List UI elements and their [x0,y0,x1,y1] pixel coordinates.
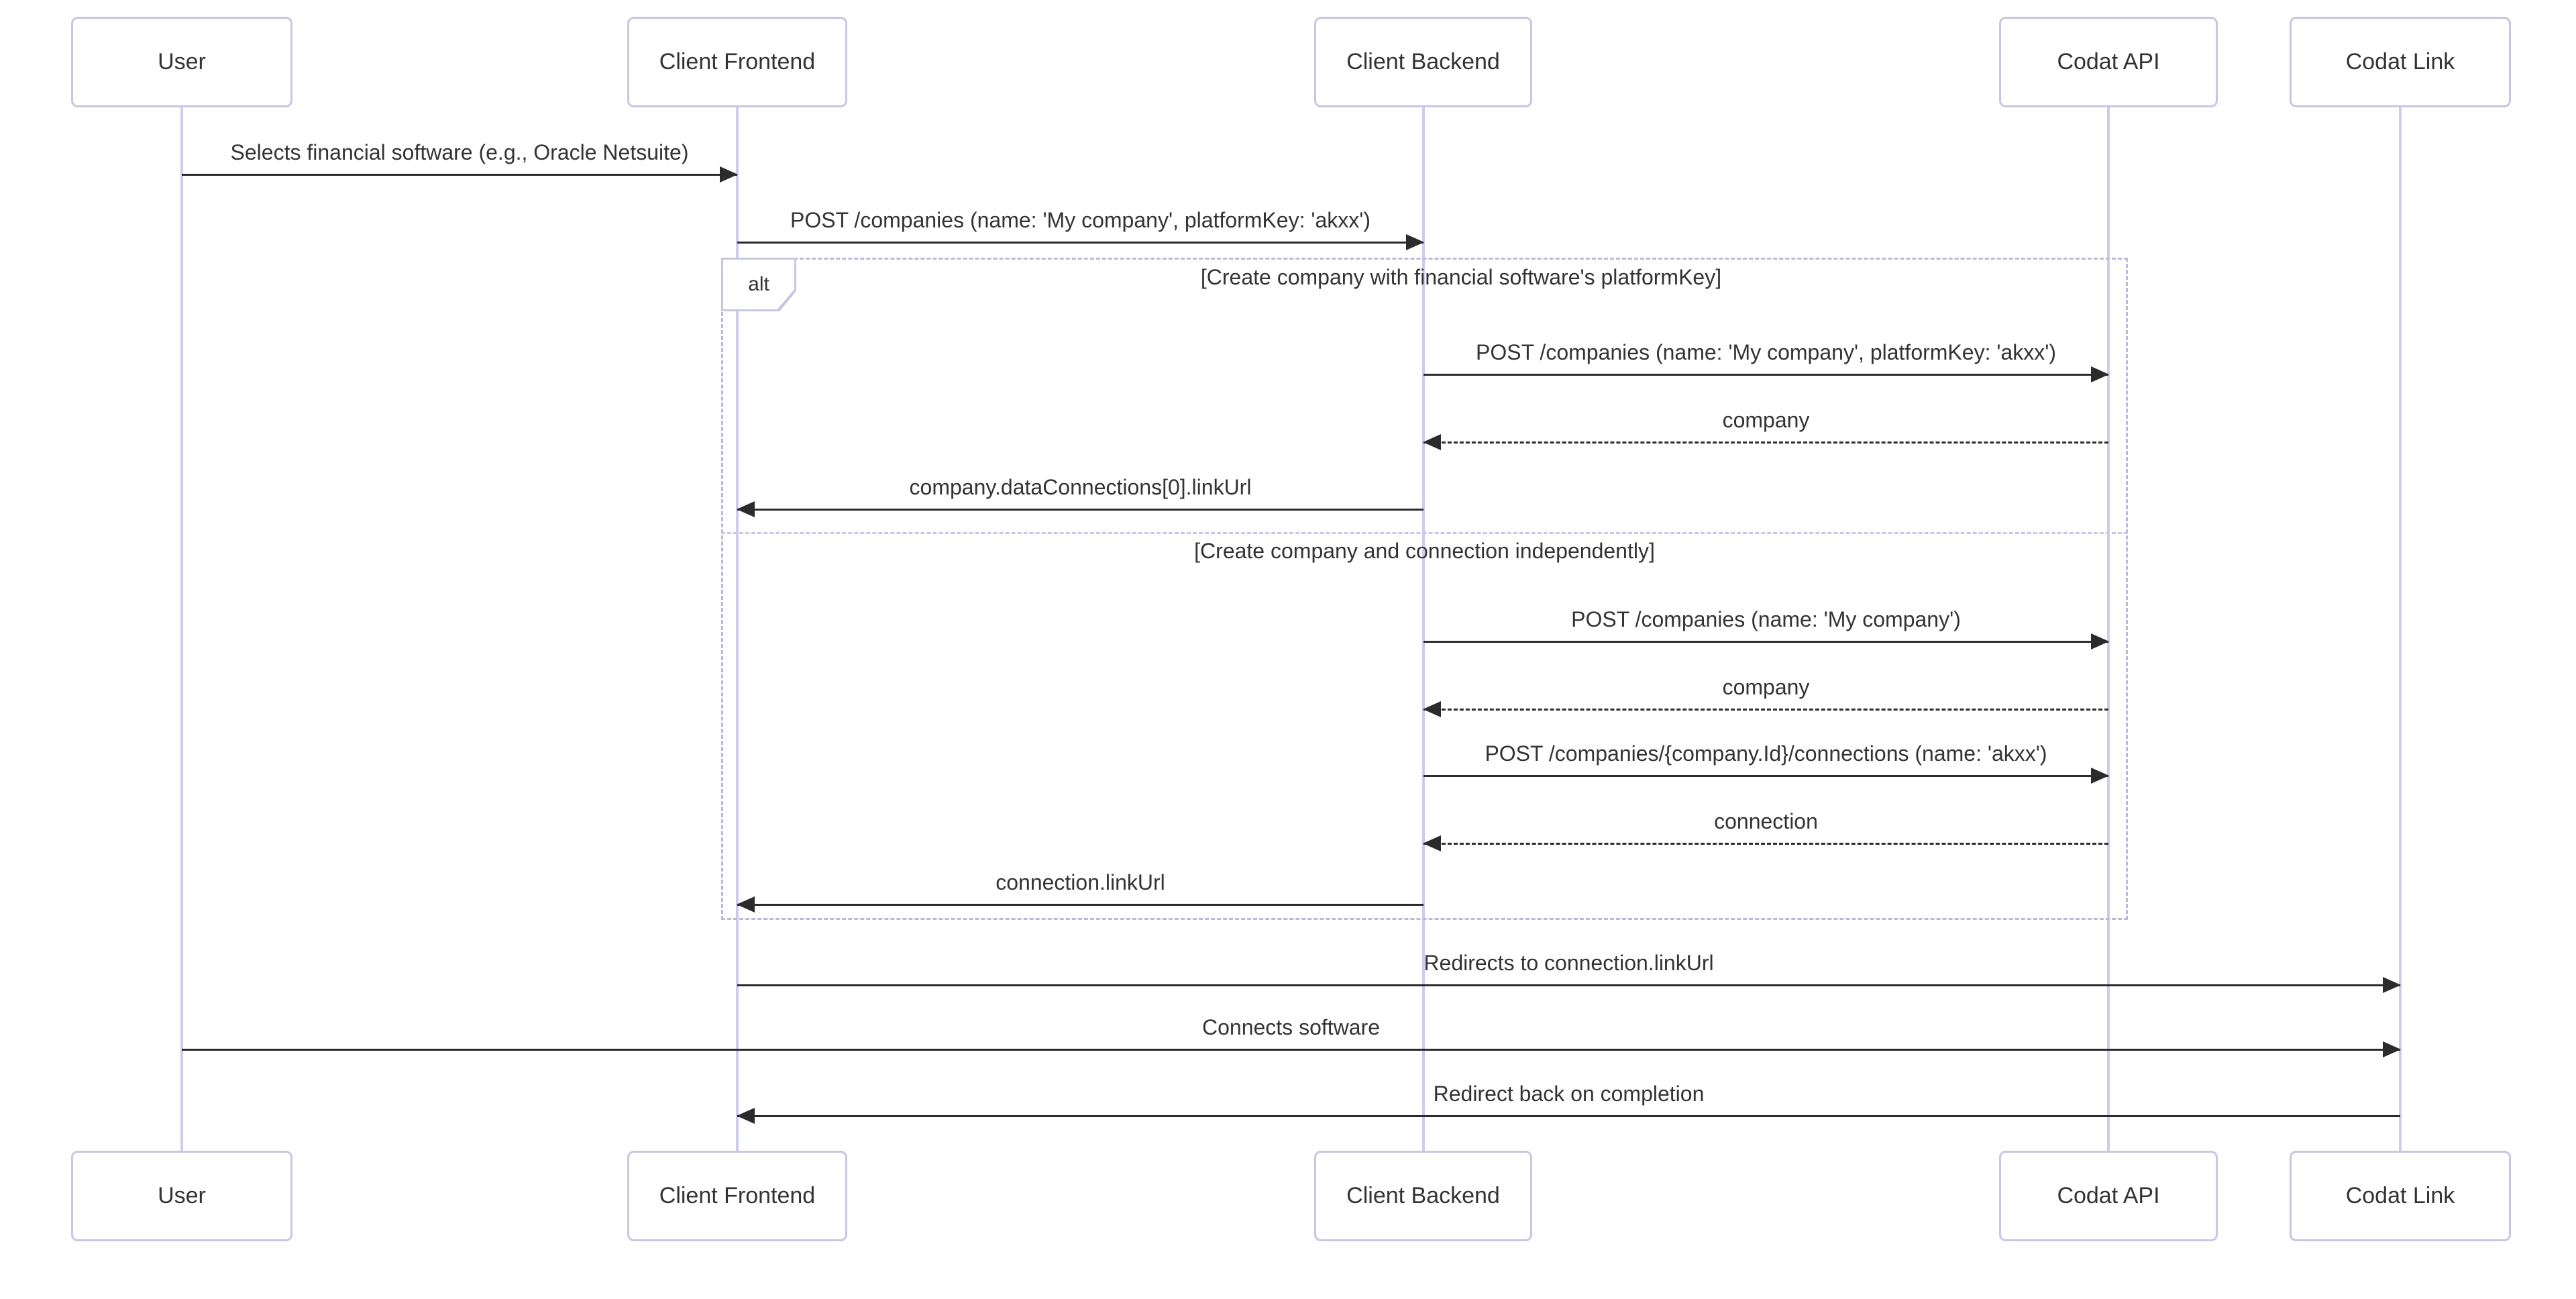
message-label: POST /companies (name: 'My company') [1571,607,1961,631]
actor-box-client-frontend-top: Client Frontend [627,17,847,107]
message-label: Redirects to connection.linkUrl [1424,951,1714,975]
lifeline-client-backend [1422,107,1425,1151]
actor-label: Codat API [2057,49,2160,74]
lifeline-codat-api [2107,107,2110,1151]
alt-label: alt [721,258,796,311]
message-dataconnections-linkurl: company.dataConnections[0].linkUrl [737,468,1424,517]
message-label: Selects financial software (e.g., Oracle… [230,140,689,164]
actor-box-client-frontend-bottom: Client Frontend [627,1151,847,1241]
alt-frame [721,258,2128,920]
arrowhead-left-icon [737,1108,755,1124]
message-label: POST /companies/{company.Id}/connections… [1485,741,2047,766]
alt-condition-2: [Create company and connection independe… [1194,539,1655,563]
message-selects-software: Selects financial software (e.g., Oracle… [182,133,738,183]
message-arrow-dashed [1423,434,2108,450]
actor-box-user-top: User [71,17,292,107]
message-arrow-dashed [1423,701,2108,717]
alt-keyword: alt [723,260,794,309]
message-arrow-dashed [1423,835,2108,851]
message-connection-linkurl: connection.linkUrl [737,863,1424,913]
message-post-connections: POST /companies/{company.Id}/connections… [1424,734,2109,784]
arrowhead-right-icon [2383,1041,2401,1057]
arrowhead-right-icon [720,166,738,183]
lifeline-client-frontend [736,107,739,1151]
actor-box-client-backend-bottom: Client Backend [1314,1151,1532,1241]
message-arrow [1424,366,2109,382]
message-arrow [737,977,2401,993]
message-arrow [1424,633,2109,650]
message-label: company [1722,408,1810,432]
actor-label: Client Backend [1346,1183,1500,1208]
actor-label: User [158,1183,206,1208]
message-company-return-2: company [1423,668,2108,717]
message-label: connection [1714,809,1818,833]
message-arrow [737,234,1424,250]
arrowhead-right-icon [2091,366,2109,382]
actor-box-codat-link-top: Codat Link [2290,17,2511,107]
message-arrow [182,1041,2401,1057]
message-redirect-back: Redirect back on completion [737,1074,2400,1124]
message-label: Redirect back on completion [1433,1082,1705,1106]
message-post-companies: POST /companies (name: 'My company') [1424,600,2109,650]
arrowhead-right-icon [1406,234,1424,250]
actor-box-codat-api-bottom: Codat API [1999,1151,2218,1241]
actor-box-codat-link-bottom: Codat Link [2290,1151,2511,1241]
actor-box-client-backend-top: Client Backend [1314,17,1532,107]
lifeline-user [180,107,183,1151]
message-post-companies-platformkey: POST /companies (name: 'My company', pla… [737,201,1424,250]
message-connection-return: connection [1423,802,2108,851]
actor-label: Codat Link [2345,1183,2455,1208]
message-label: company.dataConnections[0].linkUrl [909,475,1252,499]
message-arrow [1424,768,2109,784]
actor-box-user-bottom: User [71,1151,292,1241]
arrowhead-left-icon [737,896,755,913]
lifeline-codat-link [2399,107,2402,1151]
message-label: Connects software [1201,1015,1380,1039]
actor-label: Codat Link [2345,49,2455,74]
arrowhead-left-icon [737,501,755,517]
alt-condition-1: [Create company with financial software'… [1200,265,1722,289]
alt-divider [721,532,2128,534]
message-label: connection.linkUrl [996,870,1165,894]
message-arrow [737,1108,2400,1124]
actor-label: Codat API [2057,1183,2160,1208]
arrowhead-right-icon [2091,633,2109,650]
message-post-companies-platformkey-api: POST /companies (name: 'My company', pla… [1424,333,2109,382]
actor-label: User [158,49,206,74]
actor-label: Client Frontend [659,1183,816,1208]
arrowhead-right-icon [2091,768,2109,784]
message-arrow [182,166,738,183]
arrowhead-left-icon [1423,835,1441,851]
arrowhead-right-icon [2383,977,2401,993]
message-redirects-to-linkurl: Redirects to connection.linkUrl [737,943,2401,993]
message-label: POST /companies (name: 'My company', pla… [1475,340,2057,364]
message-connects-software: Connects software [182,1008,2401,1057]
message-label: POST /companies (name: 'My company', pla… [790,208,1371,232]
arrowhead-left-icon [1423,701,1441,717]
arrowhead-left-icon [1423,434,1441,450]
actor-box-codat-api-top: Codat API [1999,17,2218,107]
actor-label: Client Backend [1346,49,1500,74]
message-label: company [1722,675,1810,699]
actor-label: Client Frontend [659,49,816,74]
message-company-return: company [1423,401,2108,450]
message-arrow [737,501,1424,517]
message-arrow [737,896,1424,913]
